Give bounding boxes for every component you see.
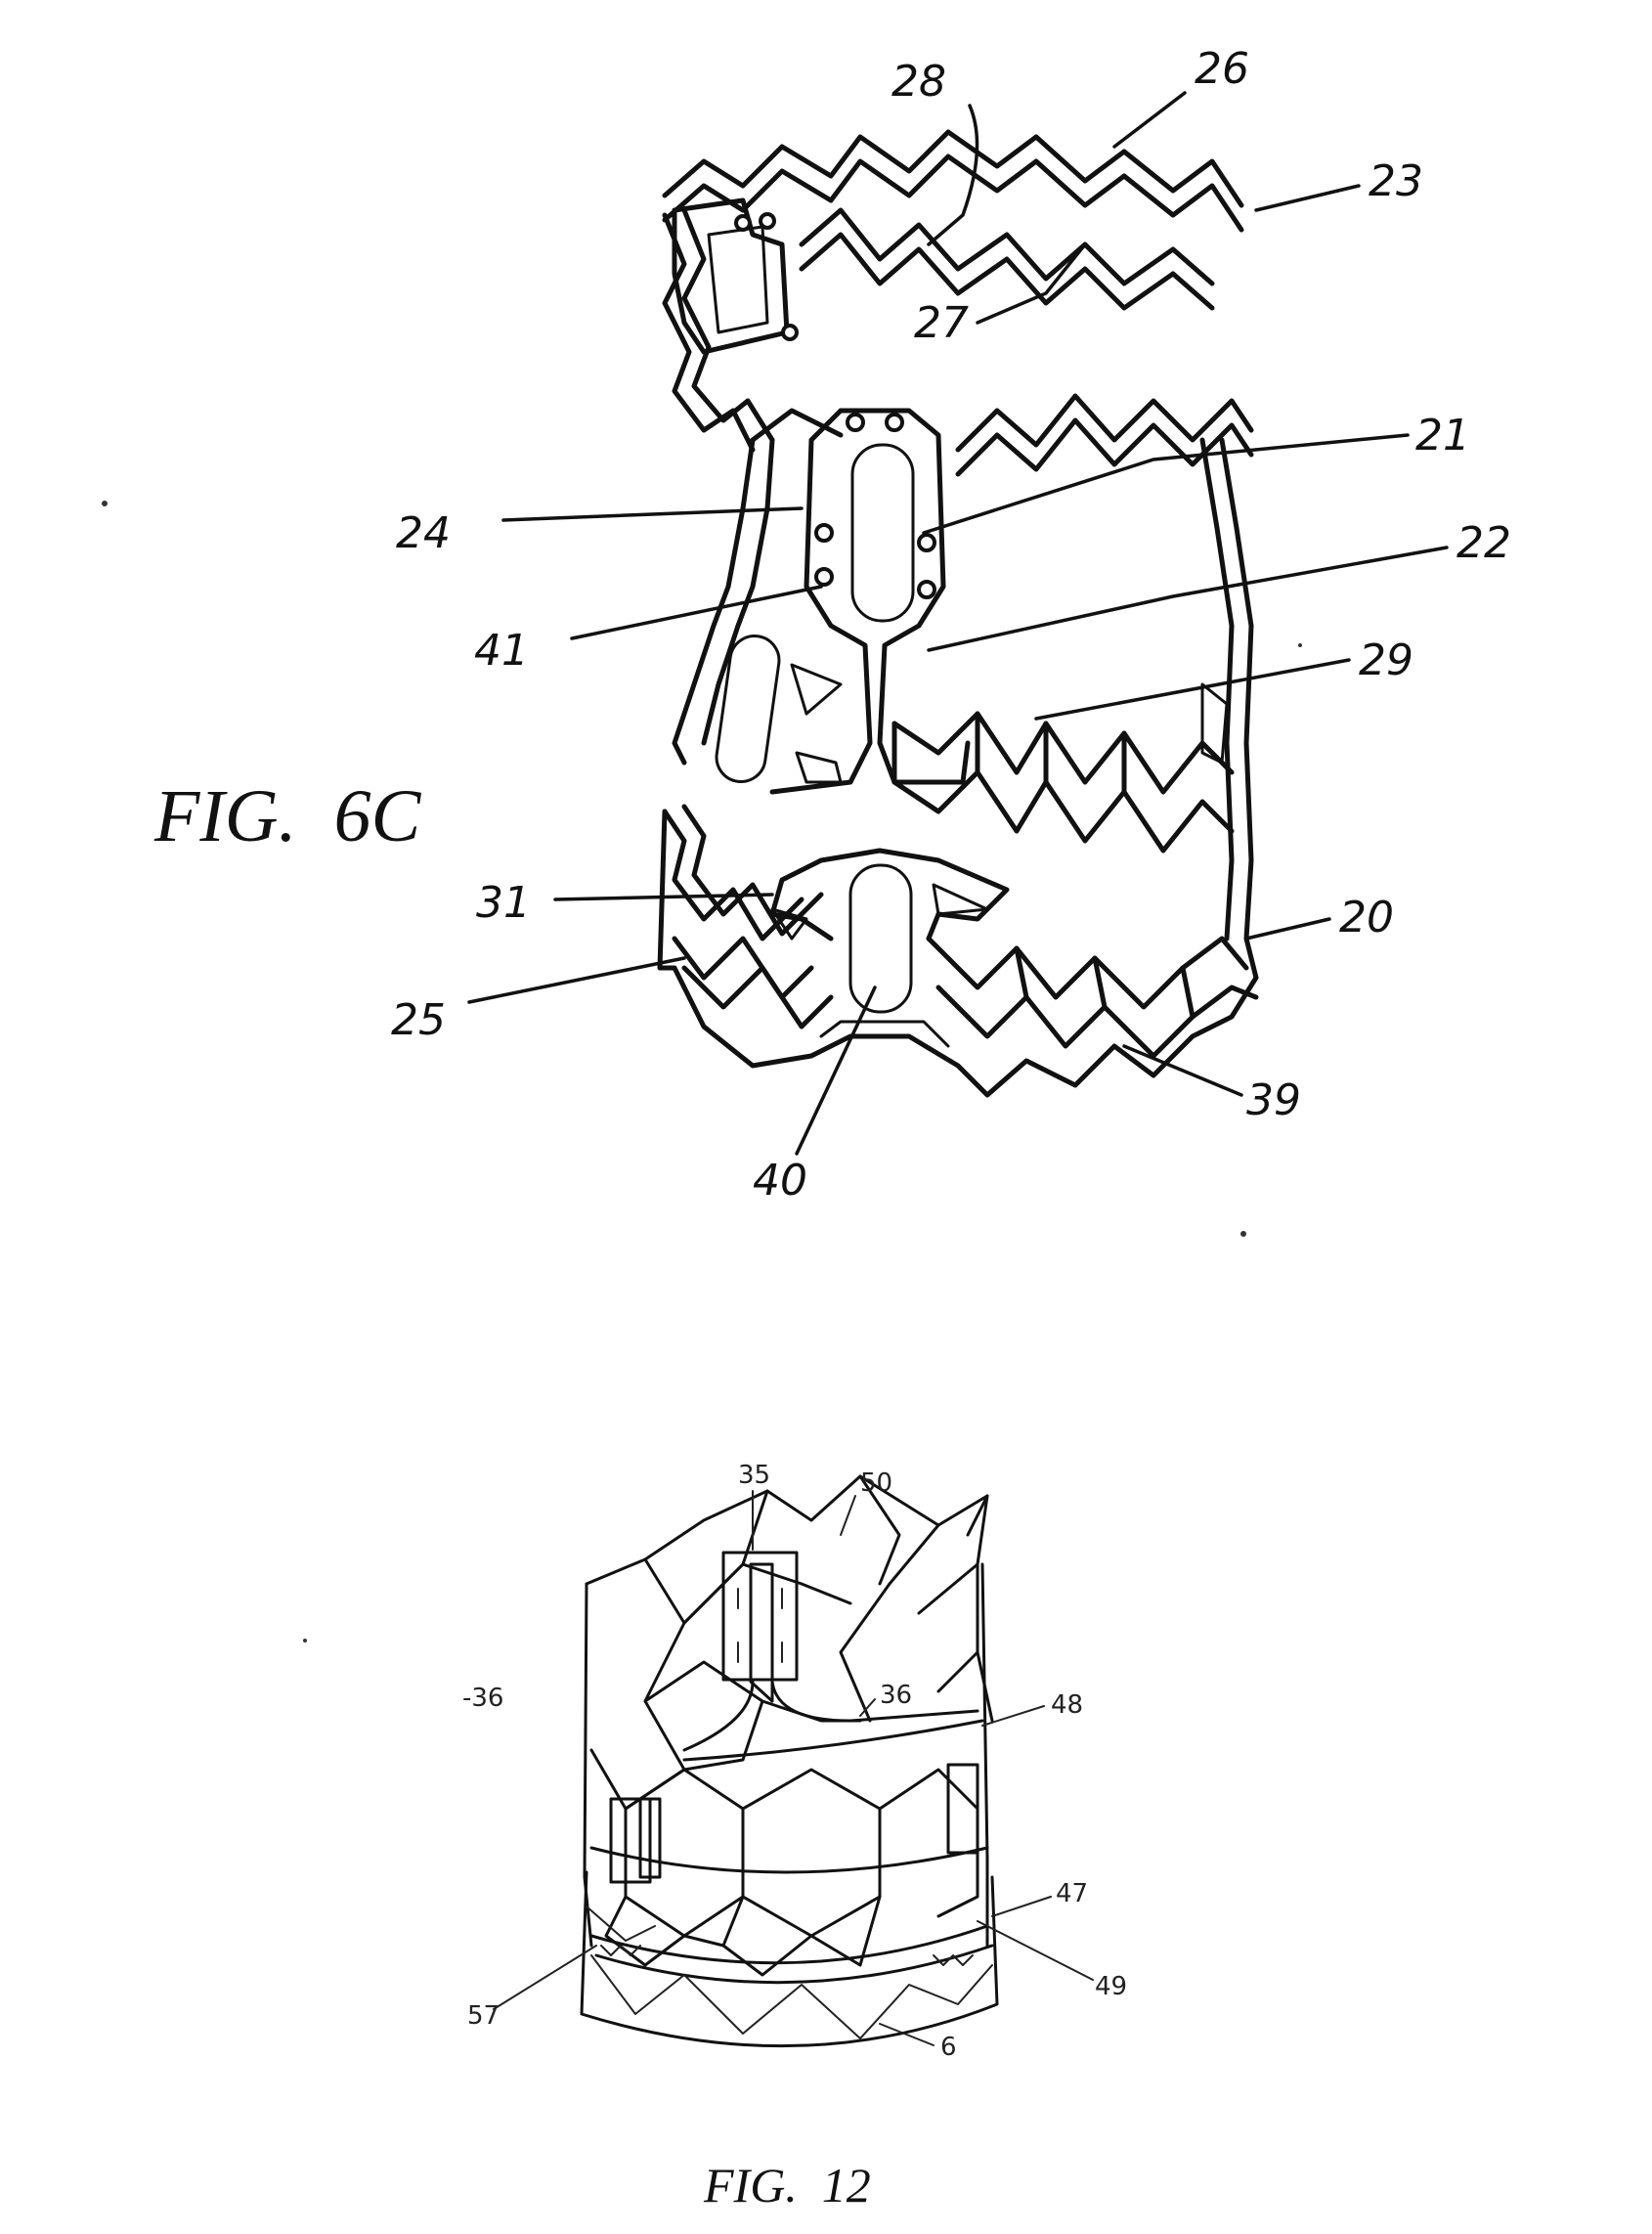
ref-24: 24	[396, 508, 451, 558]
leader-39	[1122, 1044, 1243, 1097]
ref-57: 57	[467, 2001, 500, 2031]
ref-35: 35	[738, 1461, 770, 1490]
leader-22	[927, 546, 1449, 652]
leader-49	[977, 1920, 1094, 1981]
fig-12-reference-numerals: 35 50 -36 36 48 47 57 49 6	[462, 1461, 1127, 2062]
ref-40: 40	[753, 1156, 807, 1205]
fig-12-leader-lines	[493, 1490, 1094, 2046]
leader-31	[553, 893, 774, 901]
leader-23	[1254, 184, 1361, 212]
fig-6c-reference-numerals: 28 26 23 27 21 24 22 41 29 31 20 25 39 4…	[391, 44, 1511, 1205]
leader-48	[981, 1705, 1045, 1727]
fig-6c-leader-lines	[467, 91, 1449, 1156]
leader-47	[991, 1896, 1052, 1917]
ref-20: 20	[1339, 893, 1394, 942]
ref-31: 31	[476, 878, 531, 928]
ref-29: 29	[1359, 635, 1413, 685]
leader-40	[795, 986, 877, 1156]
leader-26	[1112, 91, 1187, 149]
leader-28	[927, 104, 979, 246]
ref-26: 26	[1195, 44, 1249, 94]
leader-24	[501, 506, 804, 522]
scan-specks	[102, 501, 1302, 1643]
ref-25: 25	[391, 995, 446, 1045]
fig-12-title: FIG. 12	[703, 2158, 871, 2212]
ref-49: 49	[1095, 1972, 1127, 2001]
ref-6: 6	[940, 2033, 957, 2062]
leader-57	[493, 1945, 597, 2010]
leader-29	[1034, 658, 1351, 721]
leader-6	[879, 2023, 935, 2046]
leader-25	[467, 956, 686, 1004]
leader-50	[840, 1495, 856, 1536]
fig-12-valve-assembly	[580, 1474, 999, 2048]
ref-39: 39	[1246, 1075, 1301, 1125]
leader-36	[859, 1698, 876, 1717]
ref-23: 23	[1369, 156, 1423, 206]
ref-minus-36: -36	[462, 1684, 503, 1713]
ref-21: 21	[1415, 411, 1470, 460]
leader-21	[922, 433, 1410, 535]
leader-41	[570, 585, 823, 640]
ref-36: 36	[880, 1681, 912, 1710]
fig-6c-stent-frame	[657, 129, 1259, 1098]
ref-27: 27	[914, 298, 969, 348]
fig-6c-title: FIG. 6C	[153, 775, 422, 857]
ref-50: 50	[860, 1468, 892, 1498]
ref-48: 48	[1051, 1690, 1083, 1720]
ref-28: 28	[891, 57, 946, 107]
ref-47: 47	[1056, 1879, 1088, 1908]
leader-27	[976, 242, 1087, 325]
ref-41: 41	[474, 626, 529, 676]
ref-22: 22	[1456, 518, 1511, 568]
leader-20	[1244, 917, 1331, 941]
